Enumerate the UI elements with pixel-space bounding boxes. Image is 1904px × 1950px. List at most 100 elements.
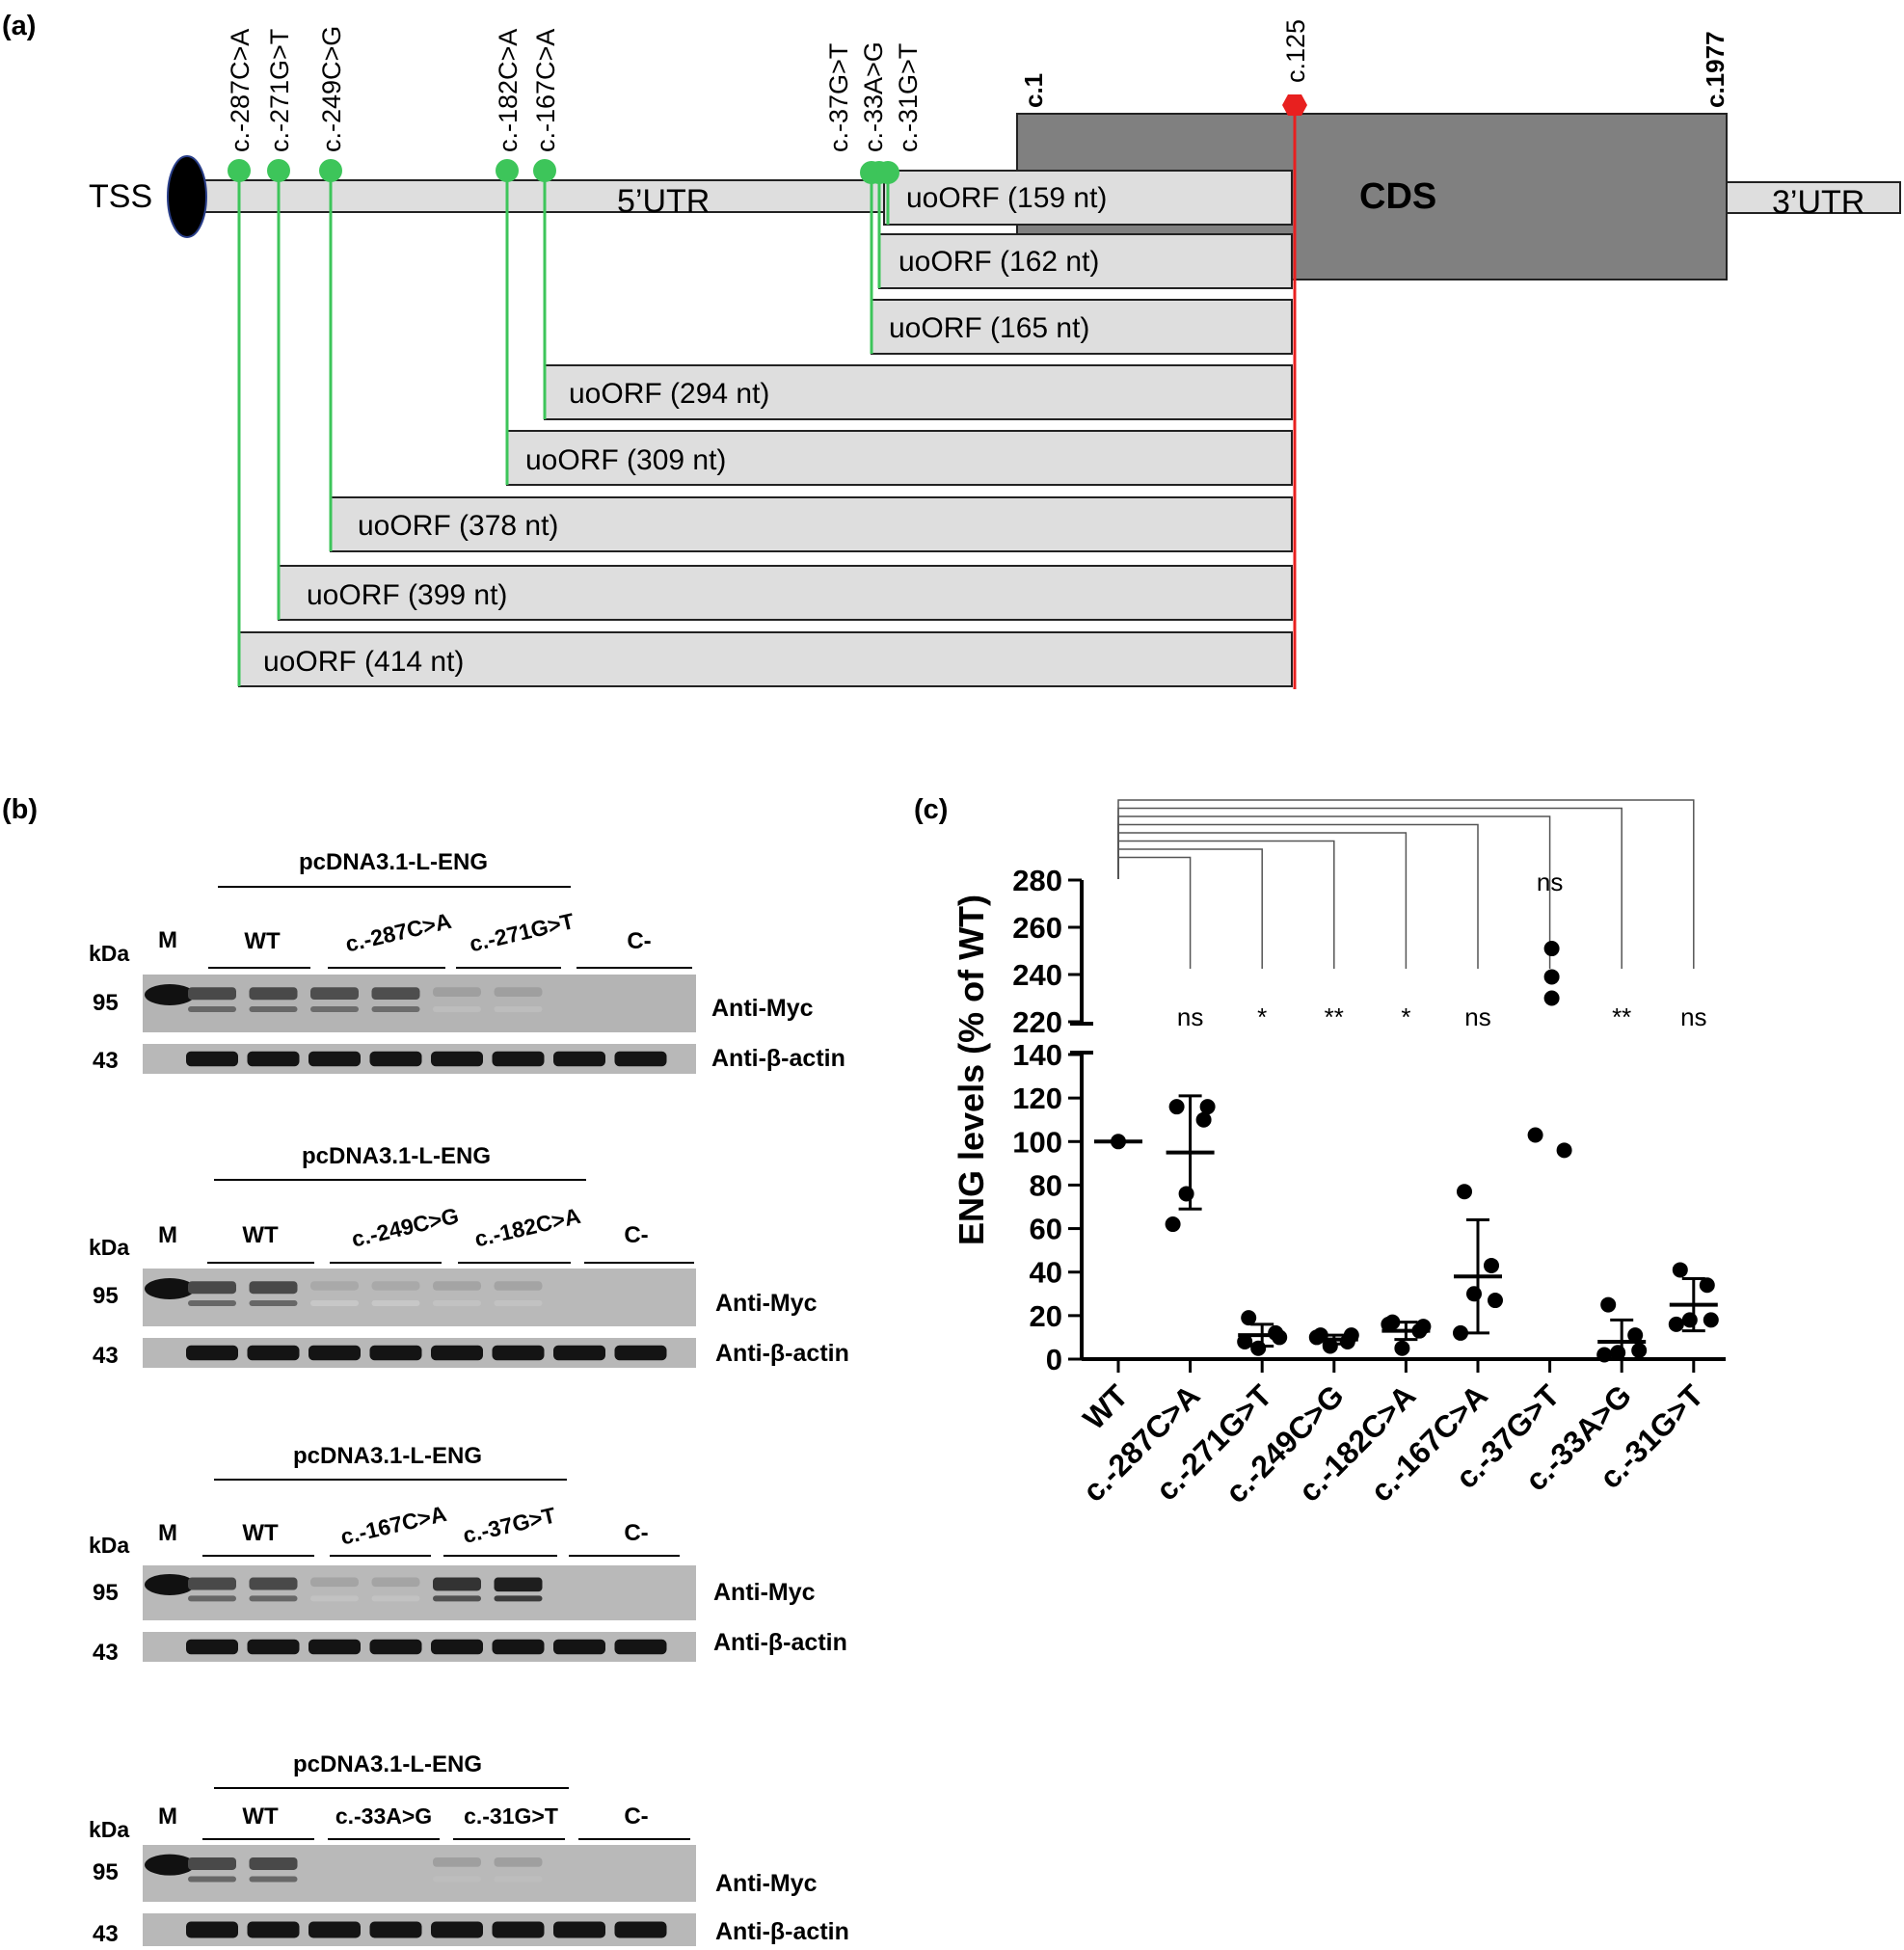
myc-band-upper xyxy=(433,987,481,997)
uorf-399-label: uoORF (399 nt) xyxy=(307,579,507,611)
myc-band-upper xyxy=(494,1857,543,1867)
comparison-bracket xyxy=(1117,840,1335,969)
data-point xyxy=(1668,1316,1684,1332)
uorf-165: uoORF (165 nt) xyxy=(871,299,1293,355)
myc-band-lower xyxy=(188,1876,236,1883)
uorf-162: uoORF (162 nt) xyxy=(878,233,1293,289)
y-tick-label: 220 xyxy=(1012,1005,1062,1039)
actin-band xyxy=(308,1051,361,1067)
tss-label: TSS xyxy=(89,178,152,215)
myc-band-lower xyxy=(310,1595,359,1602)
data-point xyxy=(1237,1333,1253,1349)
blot-title: pcDNA3.1-L-ENG xyxy=(302,1143,491,1169)
group-label: WT xyxy=(242,1520,279,1546)
myc-band-upper xyxy=(188,1281,236,1295)
data-point xyxy=(1703,1312,1719,1328)
group-label: WT xyxy=(242,1222,279,1248)
group-label: C- xyxy=(624,1520,648,1546)
antibody-bottom: Anti-β-actin xyxy=(711,1045,845,1072)
data-point xyxy=(1165,1216,1181,1233)
data-point xyxy=(1394,1340,1410,1356)
data-point xyxy=(1543,941,1560,957)
actin-band xyxy=(553,1639,605,1655)
y-tick-label: 240 xyxy=(1012,958,1062,992)
actin-band xyxy=(186,1921,238,1938)
significance-label: ns xyxy=(1537,868,1563,896)
group-label: WT xyxy=(244,928,281,954)
utr3-label: 3’UTR xyxy=(1772,184,1864,221)
actin-band xyxy=(369,1921,422,1938)
actin-band xyxy=(186,1345,238,1361)
blot-strip-myc xyxy=(143,1565,696,1620)
myc-band-lower xyxy=(249,1876,298,1883)
antibody-top: Anti-Myc xyxy=(713,1579,816,1606)
variant-pin-271 xyxy=(267,159,290,182)
variant-pin-287 xyxy=(228,159,251,182)
uorf-159-label: uoORF (159 nt) xyxy=(906,182,1107,214)
marker-label: M xyxy=(158,1520,177,1546)
group-label: WT xyxy=(242,1803,279,1830)
kda-label: kDa xyxy=(89,1817,129,1842)
data-point xyxy=(1199,1099,1216,1115)
variant-label-31: c.-31G>T xyxy=(894,43,923,152)
data-point xyxy=(1195,1111,1212,1128)
myc-band-lower xyxy=(249,1006,298,1012)
y-axis-label: ENG levels (% of WT) xyxy=(952,895,991,1245)
variant-pin-182 xyxy=(496,159,519,182)
myc-band-upper xyxy=(249,1281,298,1295)
myc-band-upper xyxy=(371,1281,420,1291)
variant-label-249: c.-249C>G xyxy=(317,26,346,152)
significance-label: ** xyxy=(1612,1002,1631,1031)
tss-marker xyxy=(167,155,207,238)
data-point xyxy=(1241,1310,1257,1326)
blot-strip-myc xyxy=(143,1269,696,1326)
kda-label: kDa xyxy=(89,1235,129,1260)
group-label: c.-33A>G xyxy=(335,1803,432,1829)
myc-band-upper xyxy=(433,1857,481,1867)
blot-strip-myc xyxy=(143,1845,696,1902)
blot-title: pcDNA3.1-L-ENG xyxy=(299,849,488,875)
marker-label: M xyxy=(158,1803,177,1830)
data-point xyxy=(1178,1186,1194,1202)
antibody-top: Anti-Myc xyxy=(715,1290,818,1317)
actin-band xyxy=(614,1051,667,1067)
myc-band-lower xyxy=(188,1300,236,1306)
c125-label: c.125 xyxy=(1281,19,1310,83)
uorf-378: uoORF (378 nt) xyxy=(330,496,1293,552)
actin-band xyxy=(431,1921,483,1938)
significance-label: ns xyxy=(1680,1002,1706,1031)
myc-band-lower xyxy=(249,1300,298,1306)
marker-label: M xyxy=(158,1222,177,1248)
significance-label: ** xyxy=(1325,1002,1344,1031)
myc-band-upper xyxy=(433,1577,481,1591)
blot-title: pcDNA3.1-L-ENG xyxy=(293,1443,482,1469)
blot-title: pcDNA3.1-L-ENG xyxy=(293,1751,482,1777)
myc-band-lower xyxy=(494,1595,543,1602)
uorf-294-label: uoORF (294 nt) xyxy=(569,378,769,410)
comparison-bracket xyxy=(1117,823,1479,969)
myc-band-upper xyxy=(494,987,543,997)
data-point xyxy=(1600,1296,1617,1313)
data-point xyxy=(1488,1293,1503,1309)
actin-band xyxy=(492,1639,545,1655)
y-tick-label: 140 xyxy=(1012,1038,1062,1072)
mw-43: 43 xyxy=(93,1921,119,1947)
myc-band-lower xyxy=(433,1006,481,1012)
variant-label-33: c.-33A>G xyxy=(859,41,888,152)
myc-band-upper xyxy=(249,1577,298,1590)
data-point xyxy=(1453,1324,1468,1341)
group-label: c.-287C>A xyxy=(343,908,454,957)
eng-levels-chart: ENG levels (% of WT) 0204060801001201402… xyxy=(952,799,1726,1509)
myc-band-upper xyxy=(249,1857,298,1870)
actin-band xyxy=(186,1051,238,1067)
mw-95: 95 xyxy=(93,990,119,1016)
group-label: C- xyxy=(627,928,651,954)
variant-label-182: c.-182C>A xyxy=(494,29,523,152)
marker-band xyxy=(145,1278,195,1299)
myc-band-upper xyxy=(310,987,359,1000)
actin-band xyxy=(492,1051,545,1067)
data-point xyxy=(1272,1329,1288,1346)
myc-band-lower xyxy=(494,1876,543,1883)
antibody-bottom: Anti-β-actin xyxy=(715,1918,849,1945)
